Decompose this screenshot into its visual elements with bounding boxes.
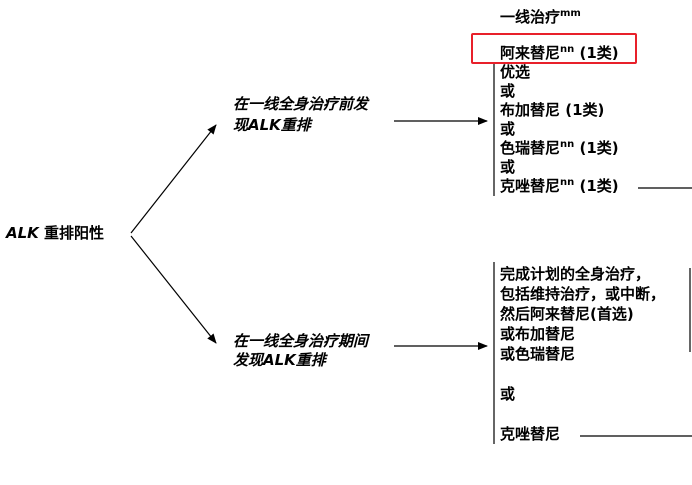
option-spacer — [500, 364, 665, 384]
branch-1-line-2: 现ALK重排 — [233, 116, 311, 134]
option-text: 布加替尼 (1类) — [500, 101, 605, 119]
option-item: 阿来替尼nn (1类) — [500, 44, 619, 63]
option-sup: nn — [560, 44, 575, 55]
option-text: 或 — [500, 158, 516, 176]
option-text: 或 — [500, 120, 516, 138]
option-text: 或 — [500, 82, 516, 100]
option-suffix: (1类) — [574, 177, 619, 195]
option-sup: nn — [560, 177, 575, 188]
option-item: 或色瑞替尼 — [500, 345, 576, 363]
option-item: 色瑞替尼nn (1类) — [500, 139, 619, 158]
option-suffix: (1类) — [574, 139, 619, 157]
arrow-root-to-branch-1 — [130, 124, 217, 234]
option-item: 布加替尼 (1类) — [500, 101, 619, 120]
option-text: 优选 — [500, 63, 531, 81]
option-item: 或 — [500, 120, 619, 139]
root-label-rest: 重排阳性 — [44, 224, 105, 242]
option-item: 或 — [500, 82, 619, 101]
column-header-sup: mm — [560, 8, 581, 19]
option-text: 克唑替尼 — [500, 177, 561, 195]
option-sup: nn — [560, 139, 575, 150]
root-node-label: ALK 重排阳性 — [6, 224, 104, 243]
arrow-root-to-branch-2 — [130, 235, 217, 344]
branch-2-line-2: 发现ALK重排 — [233, 351, 326, 369]
branch-1-line-1: 在一线全身治疗前发 — [233, 95, 369, 113]
root-label-prefix: ALK — [6, 224, 39, 242]
option-item: 包括维持治疗，或中断， — [500, 285, 666, 303]
branch-node-1: 在一线全身治疗前发 现ALK重排 — [233, 94, 368, 136]
option-item: 或布加替尼 — [500, 325, 576, 343]
option-suffix: (1类) — [574, 44, 619, 62]
option-item: 优选 — [500, 63, 619, 82]
option-item: 或 — [500, 158, 619, 177]
highlight-box — [471, 33, 637, 64]
option-item: 或 — [500, 385, 516, 403]
option-item: 完成计划的全身治疗， — [500, 265, 651, 283]
branch-node-2: 在一线全身治疗期间 发现ALK重排 — [233, 332, 368, 370]
option-item: 然后阿来替尼(首选) — [500, 305, 634, 323]
option-item: 克唑替尼 — [500, 425, 561, 443]
column-header-text: 一线治疗 — [500, 8, 561, 26]
options-list-1: 阿来替尼nn (1类) 优选 或 布加替尼 (1类) 或 色瑞替尼nn (1类)… — [500, 44, 619, 196]
column-header: 一线治疗mm — [500, 8, 581, 27]
options-list-2: 完成计划的全身治疗， 包括维持治疗，或中断， 然后阿来替尼(首选) 或布加替尼 … — [500, 264, 665, 444]
option-spacer — [500, 404, 665, 424]
option-text: 色瑞替尼 — [500, 139, 561, 157]
option-item: 克唑替尼nn (1类) — [500, 177, 619, 196]
option-text: 阿来替尼 — [500, 44, 561, 62]
branch-2-line-1: 在一线全身治疗期间 — [233, 332, 369, 350]
